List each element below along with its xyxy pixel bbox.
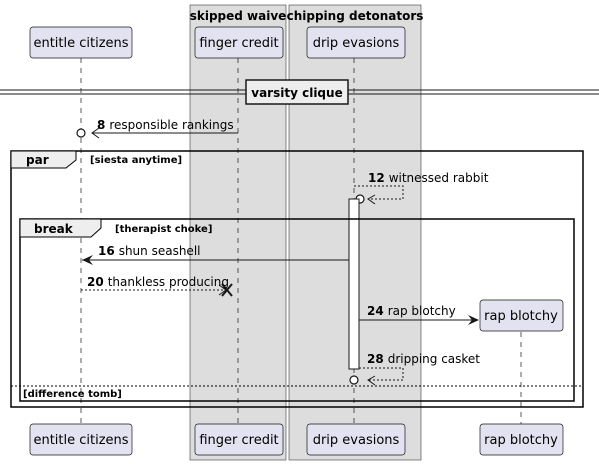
message-number: 8 xyxy=(97,118,105,132)
participant-label: finger credit xyxy=(199,36,278,51)
participant-label: drip evasions xyxy=(313,433,400,448)
participant-label: finger credit xyxy=(199,433,278,448)
lost-circle-icon xyxy=(76,128,86,138)
participant-label: rap blotchy xyxy=(484,309,558,324)
destroy-x-icon xyxy=(221,283,233,297)
participant-rap-blotchy-created[interactable]: rap blotchy xyxy=(479,299,564,332)
participant-label: entitle citizens xyxy=(33,433,128,448)
fragment-break-guard: [therapist choke] xyxy=(115,224,212,235)
participant-label: drip evasions xyxy=(313,36,400,51)
box-title-chipping-detonators: chipping detonators xyxy=(287,9,424,23)
participant-drip-evasions-bottom[interactable]: drip evasions xyxy=(306,423,406,456)
message-text: witnessed rabbit xyxy=(389,171,489,185)
message-28: 28 dripping casket xyxy=(349,352,480,386)
message-number: 24 xyxy=(367,304,384,318)
message-text: thankless producing xyxy=(108,275,229,289)
message-text: responsible rankings xyxy=(109,118,233,132)
message-text: shun seashell xyxy=(119,244,201,258)
fragment-par-keyword: par xyxy=(26,153,49,167)
participant-rap-blotchy-bottom[interactable]: rap blotchy xyxy=(479,423,564,456)
message-number: 16 xyxy=(98,244,115,258)
message-16: 16 shun seashell xyxy=(82,244,349,265)
participant-finger-credit-top[interactable]: finger credit xyxy=(194,26,284,59)
participant-label: rap blotchy xyxy=(484,433,558,448)
participant-entitle-citizens-top[interactable]: entitle citizens xyxy=(29,26,133,59)
fragment-else-guard: [difference tomb] xyxy=(23,389,122,400)
box-title-skipped-waive: skipped waive xyxy=(190,9,287,23)
fragment-else: [difference tomb] xyxy=(11,385,583,400)
divider-varsity-clique: varsity clique xyxy=(0,79,599,105)
message-text: rap blotchy xyxy=(388,304,456,318)
participant-label: entitle citizens xyxy=(33,36,128,51)
message-text: dripping casket xyxy=(388,352,481,366)
message-8: 8 responsible rankings xyxy=(76,118,238,139)
fragment-par: par [siesta anytime] xyxy=(10,150,584,408)
message-24: 24 rap blotchy xyxy=(359,304,479,325)
message-number: 28 xyxy=(367,352,384,366)
participant-finger-credit-bottom[interactable]: finger credit xyxy=(194,423,284,456)
lost-circle-icon xyxy=(349,375,359,385)
message-20: 20 thankless producing xyxy=(81,275,233,297)
activation-bar xyxy=(348,198,360,370)
fragment-break-keyword: break xyxy=(34,222,74,236)
participant-drip-evasions-top[interactable]: drip evasions xyxy=(306,26,406,59)
divider-label: varsity clique xyxy=(251,86,342,100)
message-12: 12 witnessed rabbit xyxy=(354,171,489,205)
fragment-par-guard: [siesta anytime] xyxy=(90,155,182,166)
message-number: 12 xyxy=(368,171,385,185)
participant-entitle-citizens-bottom[interactable]: entitle citizens xyxy=(29,423,133,456)
fragment-break: break [therapist choke] xyxy=(19,218,575,402)
message-number: 20 xyxy=(87,275,104,289)
